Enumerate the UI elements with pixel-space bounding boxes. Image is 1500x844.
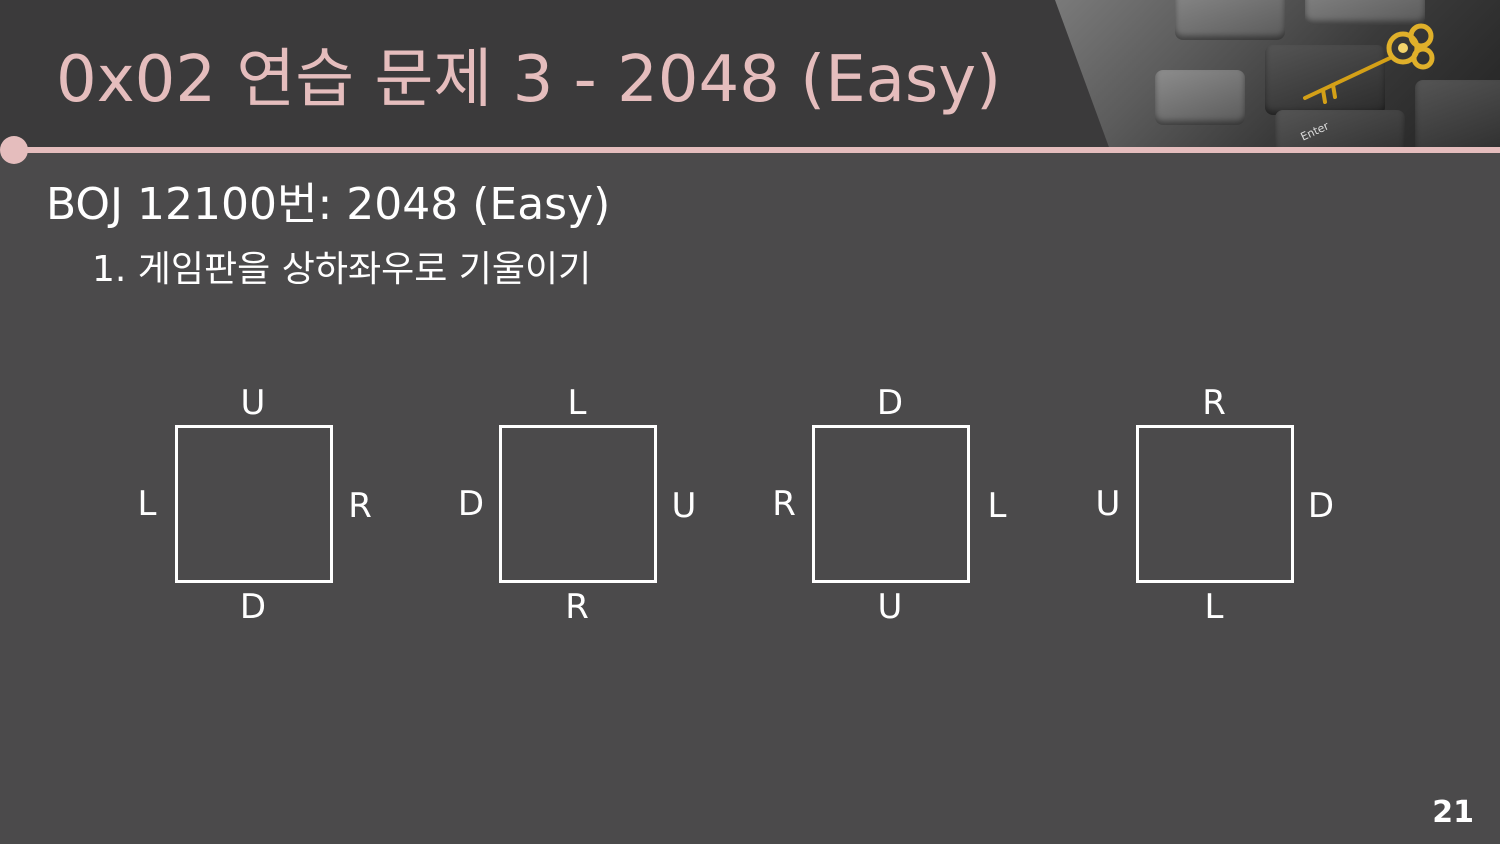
direction-label-top: U — [240, 383, 266, 423]
board-square — [812, 425, 970, 583]
direction-label-right: D — [1307, 486, 1335, 526]
direction-label-left: U — [1095, 484, 1121, 524]
problem-heading: BOJ 12100번: 2048 (Easy) — [46, 179, 611, 230]
keyboard-key — [1305, 0, 1425, 25]
tilt-diagram-3: D R L U — [772, 383, 1032, 635]
golden-key-icon — [1303, 23, 1435, 104]
board-square — [1136, 425, 1294, 583]
direction-label-right: R — [348, 486, 372, 526]
direction-label-left: L — [137, 484, 157, 524]
board-square — [175, 425, 333, 583]
direction-label-bottom: R — [565, 587, 589, 627]
direction-label-top: R — [1202, 383, 1226, 423]
direction-label-left: D — [457, 484, 485, 524]
tilt-diagram-1: U L R D — [135, 383, 395, 635]
tilt-diagram-4: R U D L — [1096, 383, 1356, 635]
keyboard-key — [1155, 70, 1245, 125]
page-number: 21 — [1432, 795, 1474, 830]
keyboard-key — [1415, 80, 1500, 150]
direction-label-left: R — [772, 484, 796, 524]
keyboard-key-image: Enter — [1055, 0, 1500, 150]
keyboard-key — [1175, 0, 1285, 40]
direction-label-right: L — [987, 486, 1007, 526]
title-rule — [14, 147, 1500, 153]
direction-label-bottom: U — [877, 587, 903, 627]
direction-label-right: U — [671, 486, 697, 526]
direction-label-top: L — [567, 383, 587, 423]
enter-key — [1275, 110, 1405, 150]
direction-label-bottom: L — [1204, 587, 1224, 627]
board-square — [499, 425, 657, 583]
direction-label-top: D — [876, 383, 904, 423]
direction-label-bottom: D — [239, 587, 267, 627]
tilt-diagram-2: L D U R — [458, 383, 719, 635]
page-title: 0x02 연습 문제 3 - 2048 (Easy) — [56, 43, 1002, 117]
step-bullet: 1. 게임판을 상하좌우로 기울이기 — [92, 249, 592, 290]
